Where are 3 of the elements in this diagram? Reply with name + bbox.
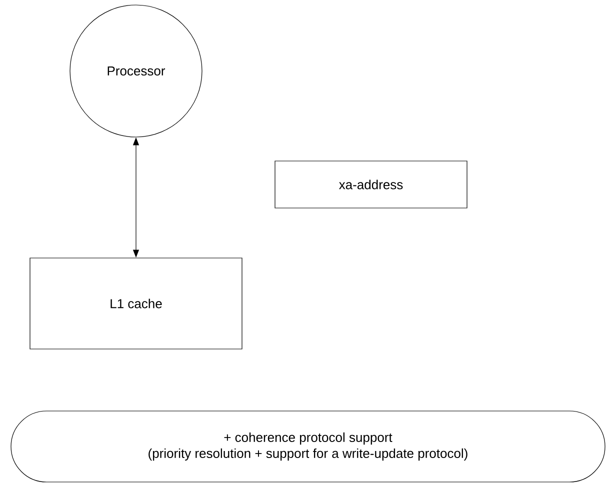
bus-band: + coherence protocol support (priority resolution + support for a write-update protocol) — [10, 410, 606, 482]
cache-box: L1 cache — [30, 258, 242, 350]
register-box: xa-address — [274, 160, 468, 208]
